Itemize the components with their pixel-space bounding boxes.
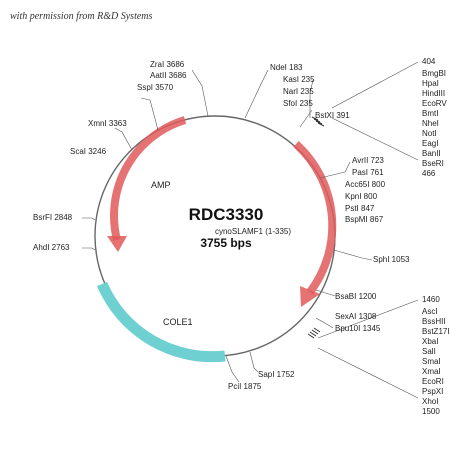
stack-bottom-enzyme-6: SmaI xyxy=(422,357,441,366)
amp-arrow-head xyxy=(107,236,127,252)
site-bstxi: BstXI 391 xyxy=(315,111,350,120)
stack-bottom-end: 1500 xyxy=(422,407,440,416)
insert-arrow-head xyxy=(300,286,320,307)
site-aatii: AatII 3686 xyxy=(150,71,187,80)
site-zrai: ZraI 3686 xyxy=(150,60,185,69)
site-scai: ScaI 3246 xyxy=(70,147,107,156)
plasmid-name: RDC3330 xyxy=(189,205,264,224)
insert-arrow-body xyxy=(293,141,337,295)
permission-note: with permission from R&D Systems xyxy=(10,11,153,22)
site-kpni: KpnI 800 xyxy=(345,192,378,201)
stack-bottom-enzyme-1: AscI xyxy=(422,307,438,316)
stack-top-start: 404 xyxy=(422,57,436,66)
site-leader-lines xyxy=(82,61,419,399)
stack-top-enzyme-3: HindIII xyxy=(422,89,445,98)
site-bspmi: BspMI 867 xyxy=(345,215,384,224)
plasmid-size: 3755 bps xyxy=(200,236,252,250)
stack-top-enzyme-5: BmtI xyxy=(422,109,438,118)
stack-bottom-enzyme-5: SalI xyxy=(422,347,436,356)
site-bsrfi: BsrFI 2848 xyxy=(33,213,73,222)
site-sspi: SspI 3570 xyxy=(137,83,174,92)
stack-bottom-start: 1460 xyxy=(422,295,440,304)
site-sphi: SphI 1053 xyxy=(373,255,410,264)
cole1-feature-arc xyxy=(96,281,226,363)
site-xmni: XmnI 3363 xyxy=(88,119,127,128)
cole1-label: COLE1 xyxy=(163,317,193,327)
stack-bottom-enzyme-7: XmaI xyxy=(422,367,441,376)
stack-bottom-enzyme-10: XhoI xyxy=(422,397,438,406)
site-pcii: PciI 1875 xyxy=(228,382,262,391)
site-ahdi: AhdI 2763 xyxy=(33,243,70,252)
site-bpu10i: Bpu10I 1345 xyxy=(335,324,381,333)
stack-bottom-enzyme-3: BstZ17I xyxy=(422,327,450,336)
site-avrii: AvrII 723 xyxy=(352,156,384,165)
site-tick-clusters xyxy=(307,116,325,339)
stack-top-enzyme-7: NotI xyxy=(422,129,437,138)
site-psti: PstI 847 xyxy=(345,204,375,213)
insert-label: cynoSLAMF1 (1-335) xyxy=(215,227,291,236)
stack-top-enzyme-6: NheI xyxy=(422,119,439,128)
stack-top-end: 466 xyxy=(422,169,436,178)
site-ndei: NdeI 183 xyxy=(270,63,303,72)
stack-bottom-enzyme-4: XbaI xyxy=(422,337,438,346)
stack-top-enzyme-1: BmgBI xyxy=(422,69,446,78)
site-kasi: KasI 235 xyxy=(283,75,315,84)
stack-top-enzyme-10: BseRI xyxy=(422,159,444,168)
stack-top-enzyme-2: HpaI xyxy=(422,79,439,88)
stack-bottom-enzyme-2: BssHII xyxy=(422,317,446,326)
amp-arrow-body xyxy=(110,116,187,241)
site-sfoi: SfoI 235 xyxy=(283,99,313,108)
stack-bottom-enzyme-8: EcoRI xyxy=(422,377,444,386)
stack-top-enzyme-4: EcoRV xyxy=(422,99,447,108)
site-acc65i: Acc65I 800 xyxy=(345,180,386,189)
site-nari: NarI 235 xyxy=(283,87,314,96)
stack-top-enzyme-9: BanII xyxy=(422,149,441,158)
site-sapi: SapI 1752 xyxy=(258,370,295,379)
site-bsabi: BsaBI 1200 xyxy=(335,292,377,301)
amp-label: AMP xyxy=(151,180,171,190)
stack-top-enzyme-8: EagI xyxy=(422,139,438,148)
stack-bottom-enzyme-9: PspXI xyxy=(422,387,443,396)
site-sexai: SexAI 1308 xyxy=(335,312,377,321)
site-pasi: PasI 761 xyxy=(352,168,384,177)
